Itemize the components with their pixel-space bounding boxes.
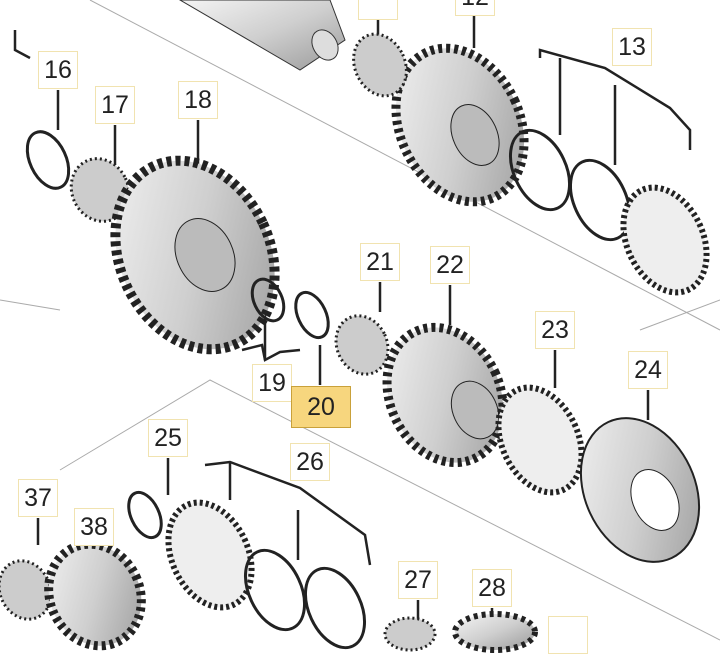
callout-28[interactable]: 28: [472, 569, 512, 607]
ring-13a: [508, 128, 572, 212]
synchro-hub-24: [579, 417, 701, 563]
synchro-ring-13: [620, 184, 710, 296]
ring-26c: [303, 566, 367, 650]
callout-38[interactable]: 38: [74, 508, 114, 546]
callout-13[interactable]: 13: [612, 28, 652, 66]
leader-lines: [13, 5, 692, 620]
callout-12[interactable]: 12: [455, 0, 495, 16]
parts: [0, 32, 710, 653]
ring-26b: [243, 548, 307, 632]
needle-bearing-top: [352, 32, 408, 98]
gear-22: [382, 322, 508, 468]
callout-17[interactable]: 17: [95, 86, 135, 124]
callout-27[interactable]: 27: [398, 561, 438, 599]
ring-25: [127, 490, 163, 540]
ring-16: [25, 130, 71, 190]
callout-19[interactable]: 19: [252, 364, 292, 402]
callout-20-highlighted[interactable]: 20: [291, 386, 351, 428]
callout-23[interactable]: 23: [535, 311, 575, 349]
gear-12: [391, 43, 529, 207]
ring-13b: [568, 158, 632, 242]
ring-20: [294, 290, 330, 340]
callout-22[interactable]: 22: [430, 246, 470, 284]
callout-26[interactable]: 26: [290, 443, 330, 481]
gear-18: [110, 155, 280, 355]
gear-38: [44, 539, 146, 651]
callout-24[interactable]: 24: [628, 351, 668, 389]
circlip-19: [250, 277, 286, 323]
group-outline: [0, 0, 720, 641]
synchro-ring-26: [165, 499, 255, 611]
callout-25[interactable]: 25: [148, 419, 188, 457]
callout-16[interactable]: 16: [38, 51, 78, 89]
needle-bearing-21: [334, 314, 390, 376]
synchro-ring-23: [495, 384, 585, 496]
callout-cut-off-bottom[interactable]: [548, 616, 588, 654]
callout-21[interactable]: 21: [360, 243, 400, 281]
needle-bearing-17: [69, 157, 131, 223]
needle-bearing-27: [383, 616, 437, 652]
callout-37[interactable]: 37: [18, 479, 58, 517]
callout-unlabeled-top[interactable]: [358, 0, 398, 20]
shaft: [179, 0, 346, 71]
gear-28: [452, 611, 538, 653]
callout-18[interactable]: 18: [178, 81, 218, 119]
